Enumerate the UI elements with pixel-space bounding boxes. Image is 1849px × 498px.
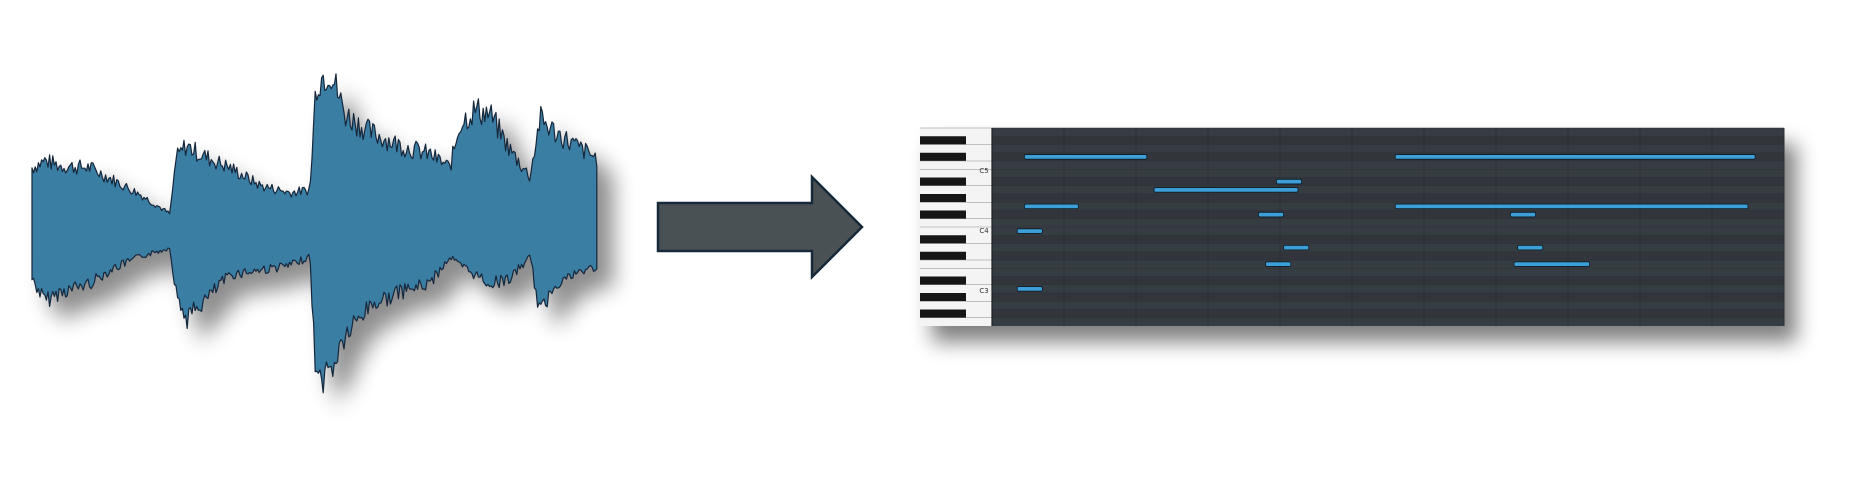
midi-note [1510, 211, 1537, 218]
piano-roll-row [992, 185, 1784, 194]
black-key [920, 152, 966, 161]
black-key [920, 136, 966, 145]
piano-roll-row [992, 251, 1784, 260]
midi-note [1394, 154, 1756, 160]
midi-note [1513, 261, 1590, 267]
octave-labels: C5 C4 C3 [979, 167, 989, 295]
piano-roll-rows [992, 127, 1784, 326]
piano-roll-row [992, 218, 1784, 227]
piano-roll-row [992, 161, 1784, 170]
black-key [920, 309, 966, 318]
piano-keyboard [920, 127, 993, 326]
black-key [920, 177, 966, 186]
midi-note [1258, 211, 1285, 218]
octave-label-c5: C5 [979, 167, 988, 175]
black-key [920, 293, 966, 302]
black-key [920, 235, 966, 244]
piano-roll-row [992, 136, 1784, 145]
piano-roll-row [992, 128, 1784, 137]
octave-label-c4: C4 [979, 227, 989, 235]
piano-roll-row [992, 235, 1784, 244]
transform-arrow [656, 173, 864, 281]
midi-note [1283, 244, 1310, 251]
black-key [920, 210, 966, 219]
piano-roll-row [992, 169, 1784, 178]
piano-roll-row [992, 227, 1784, 236]
piano-roll-row [992, 177, 1784, 186]
audio-waveform [31, 73, 598, 394]
piano-roll-row [992, 276, 1784, 285]
midi-note [1517, 244, 1544, 251]
piano-roll: C5 C4 C3 [920, 127, 1785, 326]
piano-roll-row [992, 260, 1784, 269]
piano-roll-grid [991, 128, 1785, 326]
octave-label-c3: C3 [979, 287, 988, 295]
piano-roll-row [992, 268, 1784, 277]
midi-note [1024, 203, 1079, 210]
piano-roll-row [992, 301, 1784, 310]
black-key [920, 276, 966, 285]
piano-roll-row [992, 144, 1784, 153]
piano-roll-row [992, 194, 1784, 203]
piano-roll-row [992, 284, 1784, 293]
midi-note [1265, 261, 1292, 267]
black-key [920, 251, 966, 260]
piano-roll-row [992, 152, 1784, 161]
midi-note [1024, 154, 1148, 160]
midi-notes [1016, 154, 1756, 292]
piano-roll-row [992, 293, 1784, 302]
piano-roll-row [992, 243, 1784, 252]
black-key [920, 194, 966, 203]
midi-note [1276, 178, 1303, 185]
waveform-shape [31, 73, 598, 394]
midi-note [1394, 203, 1749, 210]
piano-roll-row [992, 210, 1784, 219]
midi-note [1153, 187, 1299, 193]
piano-roll-row [992, 309, 1784, 318]
midi-note [1016, 228, 1043, 234]
midi-note [1016, 286, 1043, 292]
piano-roll-row [992, 202, 1784, 211]
piano-roll-row [992, 317, 1784, 326]
